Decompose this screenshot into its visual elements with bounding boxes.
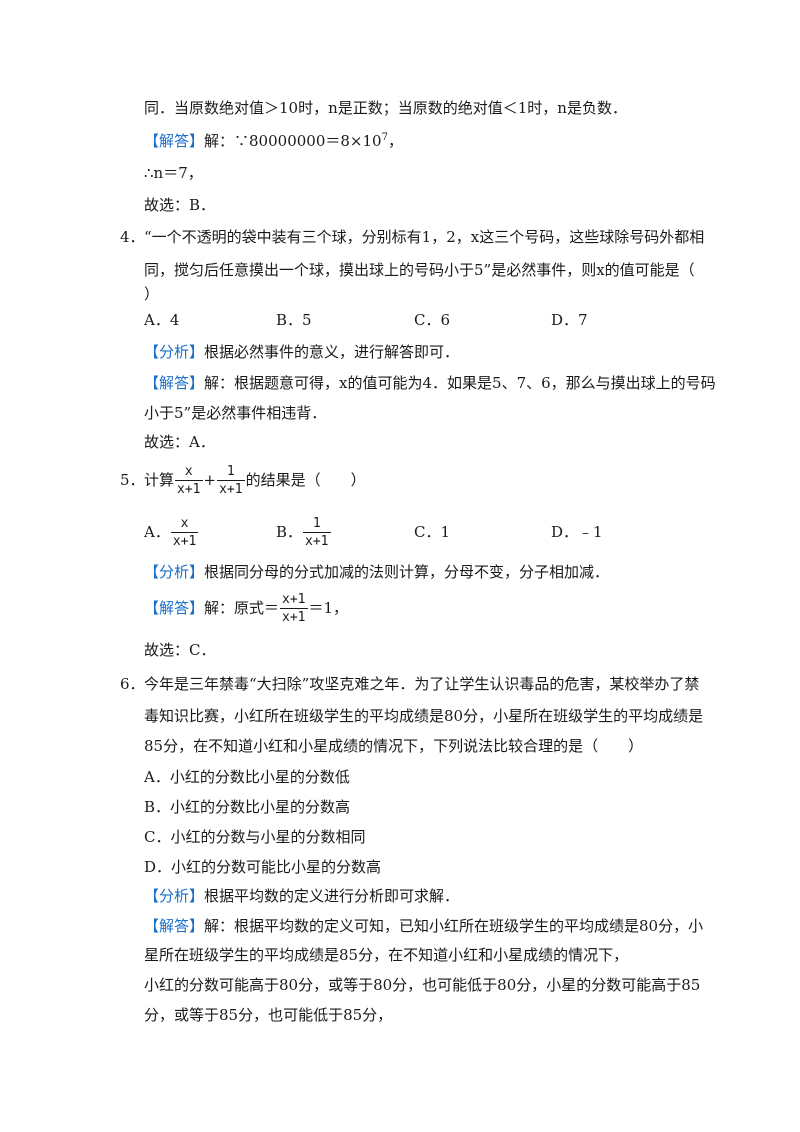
fraction-numerator: x (180, 516, 189, 531)
q4-text-line3: ） (144, 285, 160, 303)
q5-text-post: 的结果是（ ） (245, 471, 366, 489)
q5-choose: 故选：C． (144, 641, 216, 659)
q5-analysis: 【分析】根据同分母的分式加减的法则计算，分母不变，分子相加减． (144, 562, 609, 582)
q6-answer-text: 解：根据平均数的定义可知，已知小红所在班级学生的平均成绩是80分，小 (204, 917, 704, 935)
q6-option-a: A．小红的分数比小星的分数低 (144, 768, 350, 786)
q5-answer-post: ＝1， (308, 599, 349, 617)
q6-option-d: D．小红的分数可能比小星的分数高 (144, 858, 382, 876)
q5-option-c: C．1 (414, 523, 451, 541)
q4-option-a: A．4 (144, 311, 180, 329)
q3-continuation: 同．当原数绝对值＞10时，n是正数；当原数的绝对值＜1时，n是负数． (144, 99, 627, 117)
answer-tag: 【解答】 (144, 374, 205, 392)
q6-text-line1: 今年是三年禁毒“大扫除”攻坚克难之年．为了让学生认识毒品的危害，某校举办了禁 (144, 675, 700, 693)
q6-answer-line4: 分，或等于85分，也可能低于85分， (144, 1006, 393, 1024)
q5-answer-pre: 解：原式＝ (204, 599, 280, 617)
q6-answer-line1: 【解答】解：根据平均数的定义可知，已知小红所在班级学生的平均成绩是80分，小 (144, 916, 703, 936)
q5-option-d: D．﹣1 (551, 523, 603, 541)
q6-text-line3: 85分，在不知道小红和小星成绩的情况下，下列说法比较合理的是（ ） (144, 737, 644, 755)
fraction-denominator: x+1 (170, 532, 199, 549)
q3-answer-exponent: 7 (381, 132, 388, 143)
q4-number: 4． (120, 228, 145, 246)
q5-number: 5． (120, 471, 145, 489)
q6-option-b: B．小红的分数比小星的分数高 (144, 798, 351, 816)
fraction-numerator: x+1 (282, 592, 306, 607)
fraction-denominator: x+1 (175, 480, 203, 497)
answer-tag: 【解答】 (144, 132, 205, 150)
fraction-numerator: 1 (312, 516, 321, 531)
fraction-denominator: x+1 (217, 480, 245, 497)
q4-choose: 故选：A． (144, 433, 215, 451)
analysis-tag: 【分析】 (144, 563, 205, 581)
fraction-denominator: x+1 (280, 608, 308, 625)
q3-answer: 【解答】解：∵80000000＝8×107， (144, 131, 403, 151)
q4-answer-text: 解：根据题意可得，x的值可能为4．如果是5、7、6，那么与摸出球上的号码 (204, 374, 716, 392)
fraction-denominator: x+1 (303, 532, 331, 549)
q6-text-line2: 毒知识比赛，小红所在班级学生的平均成绩是80分，小星所在班级学生的平均成绩是 (144, 707, 704, 725)
q3-step: ∴n＝7， (144, 164, 203, 182)
q3-answer-end: ， (387, 132, 403, 150)
q5-analysis-text: 根据同分母的分式加减的法则计算，分母不变，分子相加减． (204, 563, 610, 581)
answer-tag: 【解答】 (144, 917, 205, 935)
q4-option-b: B．5 (276, 311, 312, 329)
option-label: B． (276, 523, 303, 541)
plus-sign: + (203, 471, 217, 489)
analysis-tag: 【分析】 (144, 887, 205, 905)
q3-answer-text: 解：∵80000000＝8×10 (204, 132, 382, 150)
fraction-numerator: 1 (226, 464, 235, 479)
fraction-numerator: x (184, 464, 193, 479)
analysis-tag: 【分析】 (144, 343, 205, 361)
q6-answer-line2: 星所在班级学生的平均成绩是85分，在不知道小红和小星成绩的情况下， (144, 946, 629, 964)
q4-analysis: 【分析】根据必然事件的意义，进行解答即可． (144, 342, 459, 362)
option-label: A． (144, 523, 170, 541)
q4-option-c: C．6 (414, 311, 451, 329)
q6-analysis-text: 根据平均数的定义进行分析即可求解． (204, 887, 460, 905)
q3-choose: 故选：B． (144, 196, 216, 214)
q4-text-line1: “一个不透明的袋中装有三个球，分别标有1，2，x这三个号码，这些球除号码外都相 (144, 228, 705, 246)
q4-option-d: D．7 (551, 311, 588, 329)
q4-text-line2: 同，搅匀后任意摸出一个球，摸出球上的号码小于5”是必然事件，则x的值可能是（ (144, 261, 695, 279)
q6-number: 6． (120, 675, 145, 693)
q4-answer-line2: 小于5”是必然事件相违背． (144, 404, 327, 422)
q5-text-pre: 计算 (144, 471, 175, 489)
answer-tag: 【解答】 (144, 599, 205, 617)
q6-answer-line3: 小红的分数可能高于80分，或等于80分，也可能低于80分，小星的分数可能高于85 (144, 976, 701, 994)
q4-analysis-text: 根据必然事件的意义，进行解答即可． (204, 343, 460, 361)
q4-answer-line1: 【解答】解：根据题意可得，x的值可能为4．如果是5、7、6，那么与摸出球上的号码 (144, 373, 716, 393)
q6-option-c: C．小红的分数与小星的分数相同 (144, 828, 366, 846)
q6-analysis: 【分析】根据平均数的定义进行分析即可求解． (144, 886, 459, 906)
